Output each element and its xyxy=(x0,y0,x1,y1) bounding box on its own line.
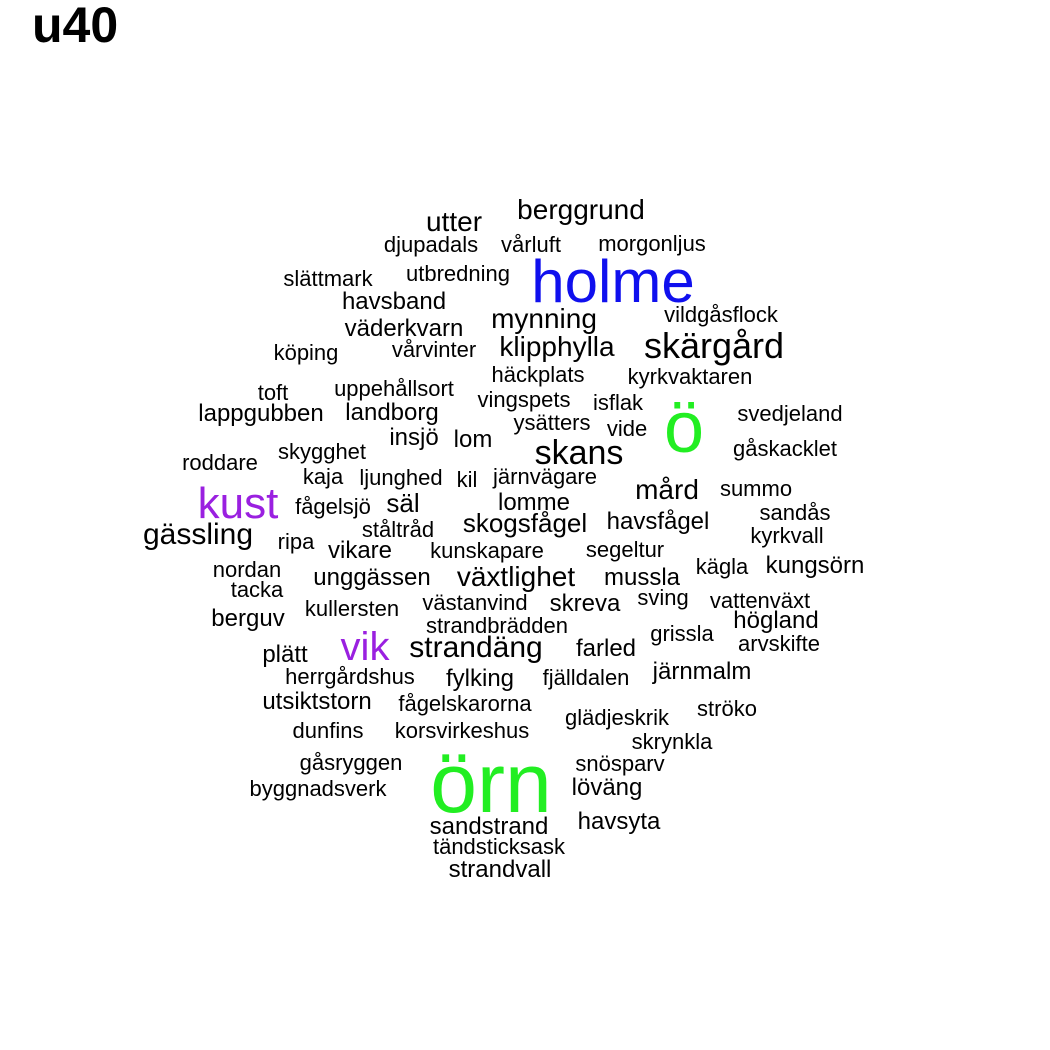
word-cloud-word: segeltur xyxy=(585,537,665,562)
page-title: u40 xyxy=(32,0,119,53)
word-cloud-word: utbredning xyxy=(406,261,510,286)
word-cloud-word: vide xyxy=(606,416,648,441)
word-cloud-word: glädjeskrik xyxy=(565,705,669,730)
word-cloud-word: summo xyxy=(719,476,793,501)
word-cloud-word: gåskacklet xyxy=(733,436,837,461)
word-cloud-word: havsyta xyxy=(577,808,661,835)
word-cloud-word: fågelsjö xyxy=(295,494,371,519)
word-cloud-word: löväng xyxy=(571,774,643,801)
word-cloud-word: lomme xyxy=(497,489,571,516)
word-cloud-word: fylking xyxy=(445,665,515,692)
word-cloud-word: sving xyxy=(637,585,689,610)
word-cloud-word: kungsörn xyxy=(765,552,865,579)
word-cloud-word: fågelskarorna xyxy=(398,691,532,716)
word-cloud-word: tändsticksask xyxy=(432,834,566,859)
word-cloud-word: insjö xyxy=(389,424,439,451)
word-cloud-word: sandås xyxy=(759,500,831,525)
word-cloud-word: unggässen xyxy=(313,564,431,591)
word-cloud-word: kägla xyxy=(695,554,749,579)
word-cloud-word: kullersten xyxy=(304,596,400,621)
word-cloud-word: vattenväxt xyxy=(709,588,811,613)
word-cloud-word: ljunghed xyxy=(359,465,443,490)
word-cloud-word: skans xyxy=(534,434,624,472)
word-cloud-word: kunskapare xyxy=(430,538,544,563)
word-cloud-word: holme xyxy=(531,248,695,315)
word-cloud-word: strandbrädden xyxy=(426,613,568,638)
word-cloud-word: västanvind xyxy=(422,590,528,615)
word-cloud-word: ripa xyxy=(277,529,315,554)
word-cloud-word: växtlighet xyxy=(456,561,576,592)
word-cloud-word: skreva xyxy=(549,590,621,617)
word-cloud-word: ysätters xyxy=(513,410,591,435)
word-cloud-word: ströko xyxy=(697,696,757,721)
word-cloud-word: toft xyxy=(257,380,289,405)
word-cloud-word: vårvinter xyxy=(391,337,477,362)
word-cloud-word: kyrkvaktaren xyxy=(627,364,753,389)
word-cloud-word: morgonljus xyxy=(598,231,706,256)
word-cloud-word: vingspets xyxy=(477,387,571,412)
word-cloud-word: dunfins xyxy=(292,718,364,743)
word-cloud-word: gåsryggen xyxy=(299,750,403,775)
word-cloud-word: skrynkla xyxy=(631,729,713,754)
word-cloud-word: strandvall xyxy=(448,856,552,883)
word-cloud-word: järnvägare xyxy=(493,464,597,489)
word-cloud-word: snösparv xyxy=(575,751,665,776)
word-cloud-word: skygghet xyxy=(277,439,367,464)
word-cloud-word: häckplats xyxy=(491,362,585,387)
word-cloud-word: tacka xyxy=(230,577,284,602)
word-cloud-word: klipphylla xyxy=(499,331,615,362)
word-cloud-word: väderkvarn xyxy=(344,315,464,342)
word-cloud-word: kil xyxy=(456,467,478,492)
word-cloud-word: kyrkvall xyxy=(750,523,824,548)
word-cloud-word: strandäng xyxy=(409,631,543,664)
word-cloud-word: berggrund xyxy=(517,194,645,225)
word-cloud-word: havsfågel xyxy=(606,508,710,535)
word-cloud-word: vårluft xyxy=(501,232,561,257)
word-cloud-word: lom xyxy=(453,426,493,453)
word-cloud-word: utter xyxy=(425,206,483,237)
word-cloud-word: kaja xyxy=(302,464,344,489)
word-cloud-word: grissla xyxy=(650,621,714,646)
word-cloud-word: vildgåsflock xyxy=(664,302,778,327)
word-cloud-word: farled xyxy=(575,635,637,662)
word-cloud-word: slättmark xyxy=(283,266,373,291)
word-cloud-word: järnmalm xyxy=(652,658,752,685)
word-cloud-word: korsvirkeshus xyxy=(394,718,530,743)
word-cloud-word: nordan xyxy=(212,557,282,582)
word-cloud-word: skärgård xyxy=(643,325,785,366)
word-cloud-word: havsband xyxy=(341,288,447,315)
word-cloud-word: örn xyxy=(430,736,552,830)
word-cloud-word: lappgubben xyxy=(198,400,324,427)
word-cloud-word: ö xyxy=(663,388,705,468)
word-cloud-word: mynning xyxy=(491,303,597,334)
word-cloud-word: djupadals xyxy=(383,232,479,257)
word-cloud-word: arvskifte xyxy=(738,631,820,656)
word-cloud-word: köping xyxy=(273,340,339,365)
word-cloud-word: skogsfågel xyxy=(462,508,588,538)
word-cloud-word: säl xyxy=(386,488,420,518)
word-cloud-word: mård xyxy=(635,474,699,505)
word-cloud-word: kust xyxy=(197,479,279,528)
word-cloud-word: fjälldalen xyxy=(542,665,630,690)
word-cloud-word: byggnadsverk xyxy=(249,776,387,801)
word-cloud-word: plätt xyxy=(262,641,308,668)
word-cloud-word: isflak xyxy=(592,390,644,415)
word-cloud-word: ståltråd xyxy=(361,517,435,542)
word-cloud-word: sandstrand xyxy=(429,813,549,840)
word-cloud-word: uppehållsort xyxy=(334,376,454,401)
word-cloud-word: roddare xyxy=(182,450,258,475)
word-cloud-word: utsiktstorn xyxy=(262,688,372,715)
word-cloud-word: landborg xyxy=(345,399,439,426)
word-cloud-word: berguv xyxy=(211,605,285,632)
word-cloud-word: gässling xyxy=(142,518,254,551)
word-cloud-word: vik xyxy=(340,625,390,669)
word-cloud-word: mussla xyxy=(603,564,681,591)
word-cloud-word: vikare xyxy=(327,537,393,564)
word-cloud-word: herrgårdshus xyxy=(285,664,415,689)
word-cloud-word: svedjeland xyxy=(737,401,843,426)
word-cloud-word: högland xyxy=(733,607,819,634)
